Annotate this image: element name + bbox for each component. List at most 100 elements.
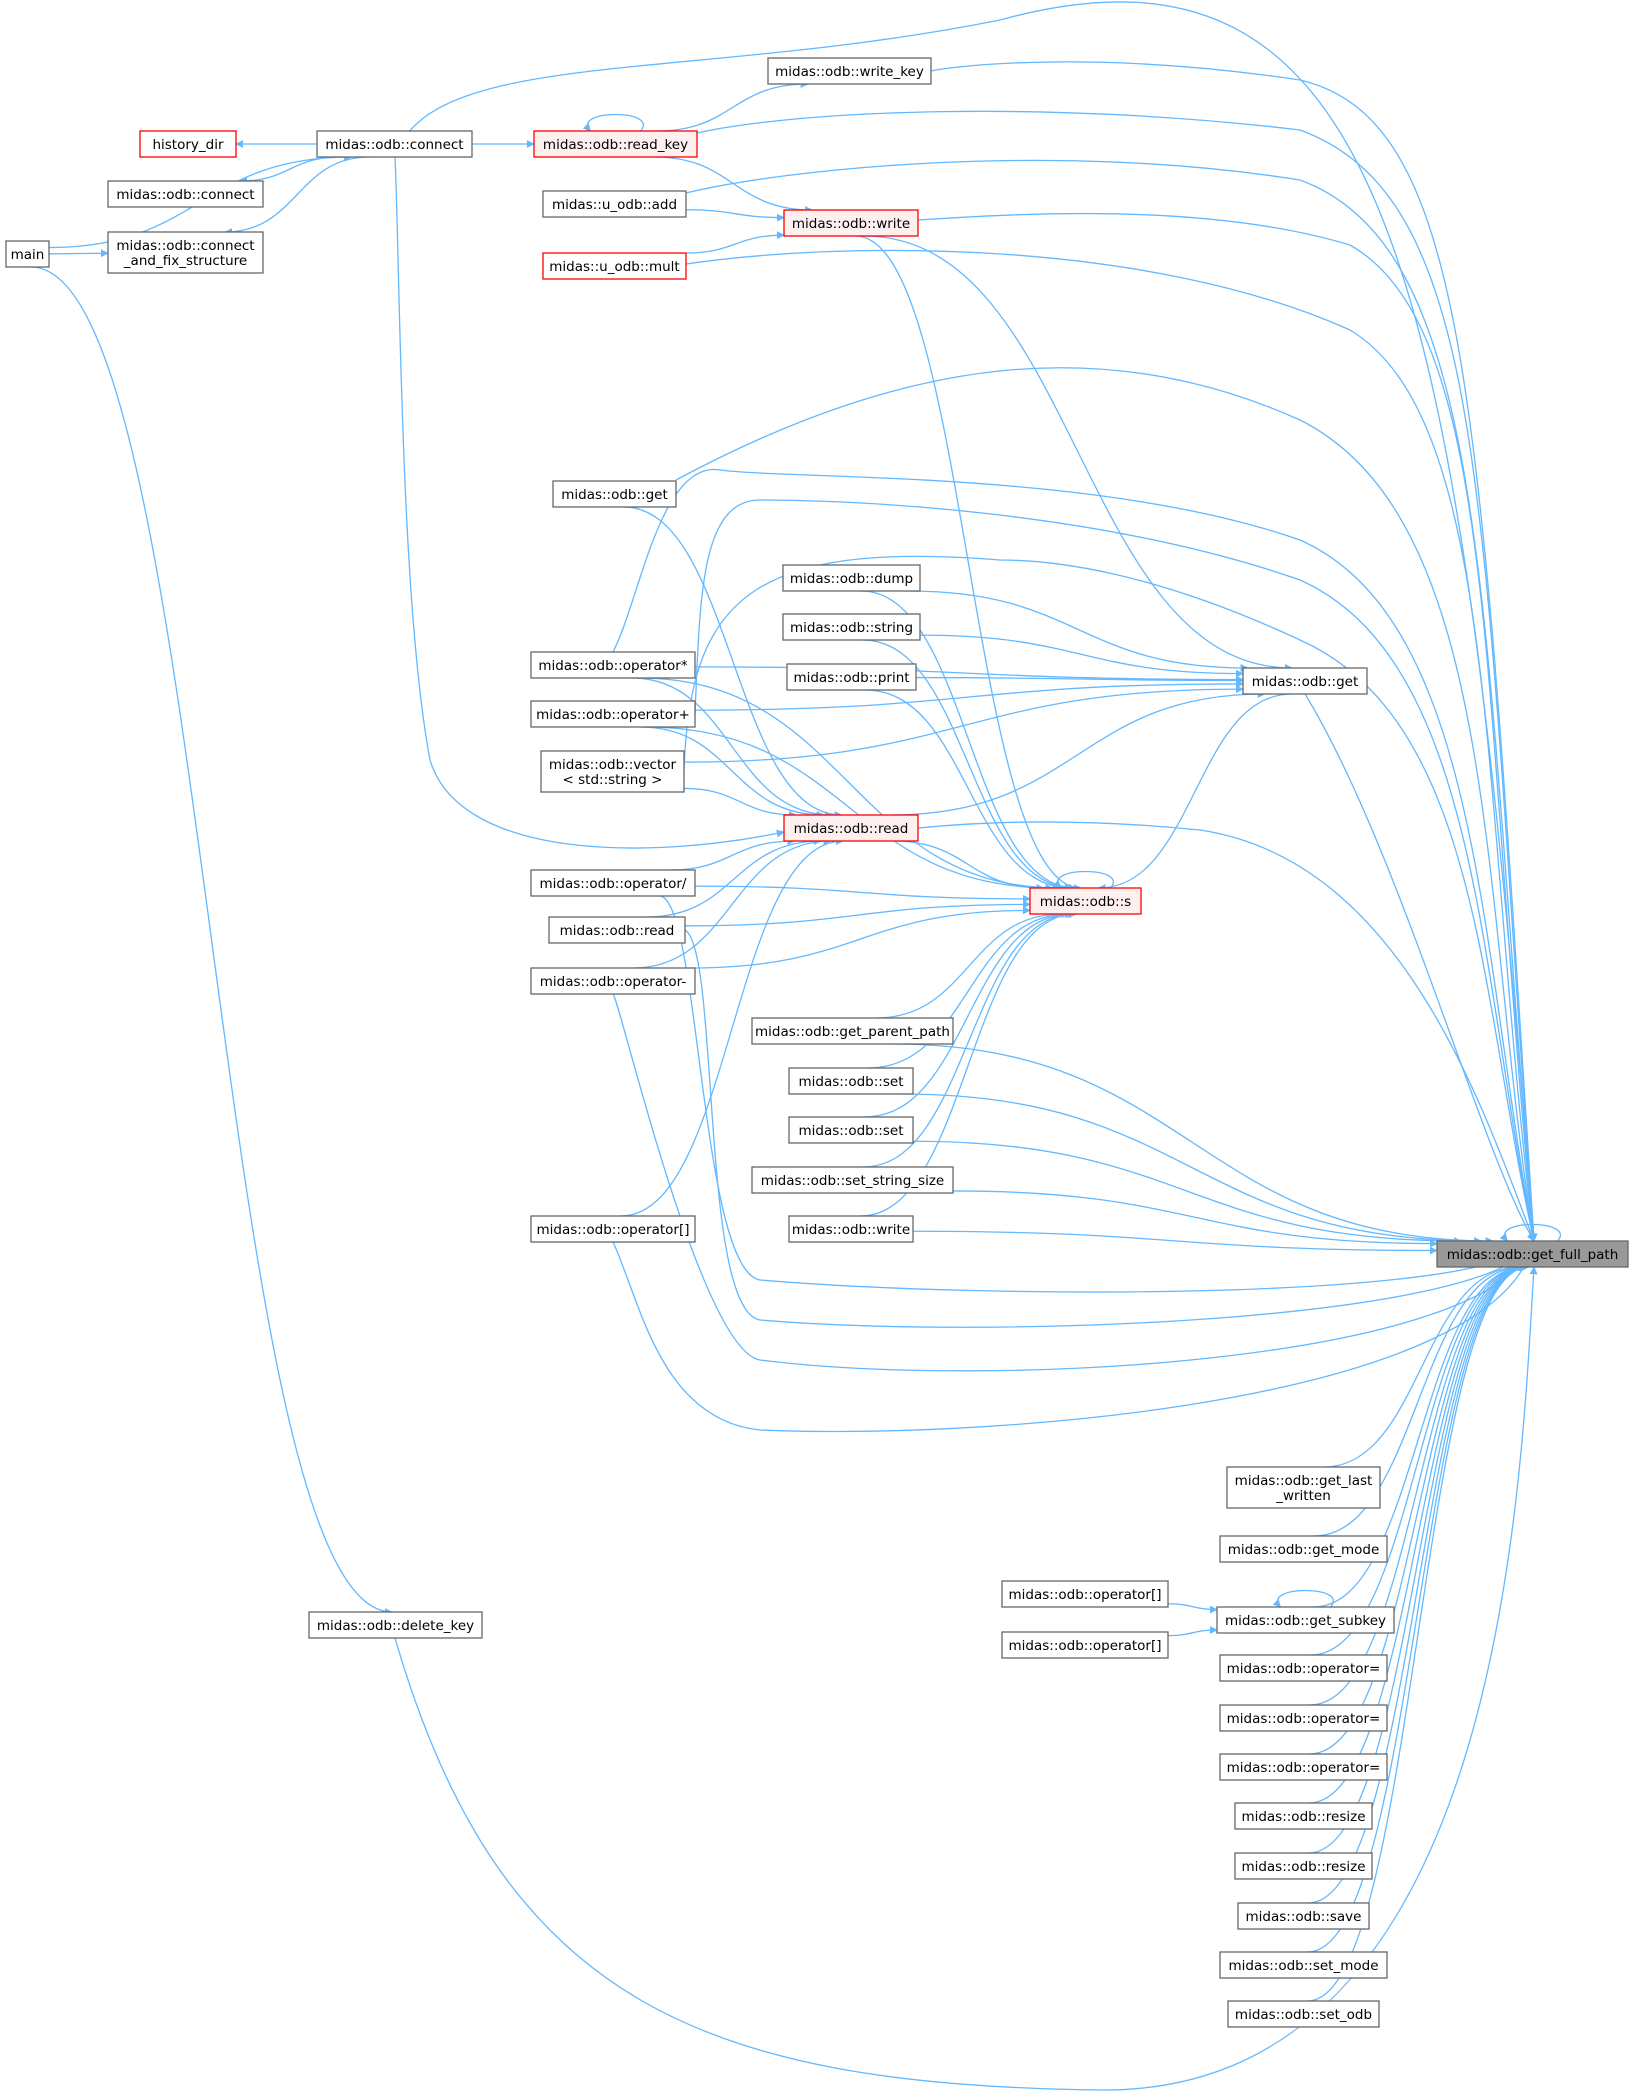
node-u-mult[interactable]: midas::u_odb::mult [542, 252, 687, 280]
node-get1[interactable]: midas::odb::get [552, 480, 677, 508]
node-set-string-size[interactable]: midas::odb::set_string_size [751, 1166, 954, 1194]
node-label: midas::odb::get_last [1235, 1473, 1373, 1489]
node-box [1242, 667, 1368, 695]
node-vector[interactable]: midas::odb::vector< std::string > [540, 750, 685, 793]
edge-s-to-op_minus [689, 906, 1031, 969]
node-string[interactable]: midas::odb::string [782, 613, 921, 641]
node-get-full-path[interactable]: midas::odb::get_full_path [1436, 1240, 1629, 1268]
node-op-mul[interactable]: midas::odb::operator* [530, 651, 696, 679]
edge-get_full_path-to-read2 [684, 929, 1535, 1328]
node-save[interactable]: midas::odb::save [1237, 1902, 1370, 1930]
node-label: midas::odb::set_string_size [761, 1173, 944, 1189]
node-op-idx[interactable]: midas::odb::operator[] [530, 1215, 696, 1243]
node-box [530, 869, 696, 897]
node-set1[interactable]: midas::odb::set [788, 1067, 914, 1095]
node-delete-key[interactable]: midas::odb::delete_key [308, 1611, 483, 1639]
node-box [1227, 2000, 1380, 2028]
node-set-odb[interactable]: midas::odb::set_odb [1227, 2000, 1380, 2028]
edge-get2-to-string [919, 634, 1244, 678]
edge-delete_key-to-main [30, 266, 393, 1616]
node-op-plus[interactable]: midas::odb::operator+ [530, 700, 696, 728]
edge-read1-to-op_idx [620, 837, 845, 1217]
edge-get_full_path-to-vector [683, 555, 1537, 1242]
node-op-eq3[interactable]: midas::odb::operator= [1219, 1753, 1388, 1781]
node-label: midas::odb::operator= [1227, 1661, 1381, 1677]
node-box [1237, 1902, 1370, 1930]
node-write1[interactable]: midas::odb::write [783, 209, 919, 237]
edge-get_full_path-to-op_plus [694, 499, 1537, 1242]
edge-get_full_path-to-set2 [912, 1140, 1462, 1245]
node-read-key[interactable]: midas::odb::read_key [533, 130, 698, 158]
node-label: midas::odb::get_full_path [1447, 1247, 1619, 1263]
node-label: midas::odb::write [792, 216, 910, 232]
node-write2[interactable]: midas::odb::write [788, 1215, 914, 1243]
node-label: midas::odb::set_mode [1228, 1958, 1378, 1974]
edge-get_full_path-to-get_full_path [1499, 1223, 1561, 1242]
edge-s-to-write1 [855, 235, 1082, 892]
node-label: midas::odb::save [1246, 1909, 1362, 1925]
node-get-last-written[interactable]: midas::odb::get_last_written [1226, 1466, 1381, 1509]
node-u-add[interactable]: midas::u_odb::add [542, 190, 687, 218]
node-get-parent-path[interactable]: midas::odb::get_parent_path [751, 1017, 954, 1045]
edge-connect2-to-connect1 [239, 156, 341, 185]
node-get-mode[interactable]: midas::odb::get_mode [1219, 1535, 1388, 1563]
node-box [1219, 1654, 1388, 1682]
node-label: midas::odb::dump [790, 571, 913, 587]
node-label: midas::odb::get_parent_path [755, 1024, 950, 1040]
node-label: midas::odb::get_mode [1228, 1542, 1380, 1558]
edge-s-to-set2 [864, 910, 1073, 1118]
node-dump[interactable]: midas::odb::dump [782, 564, 921, 592]
node-read1[interactable]: midas::odb::read [783, 814, 919, 842]
node-main[interactable]: main [5, 240, 50, 268]
node-resize1[interactable]: midas::odb::resize [1234, 1802, 1373, 1830]
node-print[interactable]: midas::odb::print [786, 663, 917, 691]
node-box [540, 750, 685, 793]
node-s[interactable]: midas::odb::s [1029, 887, 1142, 915]
node-label: midas::odb::operator* [538, 658, 687, 674]
edge-write1-to-u_add [685, 209, 785, 222]
node-op-minus[interactable]: midas::odb::operator- [530, 967, 696, 995]
node-label: midas::odb::operator[] [537, 1222, 690, 1238]
node-get2[interactable]: midas::odb::get [1242, 667, 1368, 695]
edge-get_full_path-to-get_mode [1313, 1263, 1524, 1537]
node-op-idx3[interactable]: midas::odb::operator[] [1001, 1631, 1169, 1659]
node-label: midas::odb::set [798, 1074, 903, 1090]
node-op-div[interactable]: midas::odb::operator/ [530, 869, 696, 897]
node-box [783, 209, 919, 237]
node-label: midas::odb::operator[] [1009, 1587, 1162, 1603]
node-op-idx2[interactable]: midas::odb::operator[] [1001, 1580, 1169, 1608]
edge-get_full_path-to-delete_key [394, 1266, 1538, 2091]
node-connect-fix[interactable]: midas::odb::connect_and_fix_structure [107, 231, 264, 274]
node-read2[interactable]: midas::odb::read [548, 916, 686, 944]
edge-read1-to-op_div [669, 837, 796, 871]
edge-get_full_path-to-op_idx [612, 1240, 1537, 1433]
node-box [530, 700, 696, 728]
node-history-dir[interactable]: history_dir [139, 130, 237, 158]
edge-get2-to-dump [908, 590, 1249, 672]
edge-get_subkey-to-get_subkey [1272, 1589, 1334, 1608]
node-resize2[interactable]: midas::odb::resize [1234, 1852, 1373, 1880]
node-label: < std::string > [563, 772, 663, 788]
node-op-eq1[interactable]: midas::odb::operator= [1219, 1654, 1388, 1682]
node-label: midas::odb::string [790, 620, 913, 636]
edge-get2-to-print [915, 676, 1244, 685]
node-set2[interactable]: midas::odb::set [788, 1116, 914, 1144]
edge-s-to-string [862, 639, 1076, 892]
edge-get_full_path-to-get_subkey [1313, 1263, 1526, 1608]
edge-connect_fix-to-main [48, 249, 109, 258]
node-set-mode[interactable]: midas::odb::set_mode [1219, 1951, 1388, 1979]
node-connect2[interactable]: midas::odb::connect [107, 180, 264, 208]
node-op-eq2[interactable]: midas::odb::operator= [1219, 1704, 1388, 1732]
edge-s-to-get_parent_path [875, 910, 1063, 1019]
node-label: midas::odb::delete_key [317, 1618, 474, 1634]
edge-get2-to-read1 [891, 690, 1266, 816]
node-label: midas::odb::connect [325, 137, 463, 153]
node-write-key[interactable]: midas::odb::write_key [767, 57, 932, 85]
node-box [751, 1166, 954, 1194]
node-box [530, 967, 696, 995]
node-box [548, 916, 686, 944]
node-get-subkey[interactable]: midas::odb::get_subkey [1216, 1606, 1395, 1634]
node-connect1[interactable]: midas::odb::connect [316, 130, 473, 158]
edge-get_full_path-to-connect1 [399, 1, 1538, 1242]
